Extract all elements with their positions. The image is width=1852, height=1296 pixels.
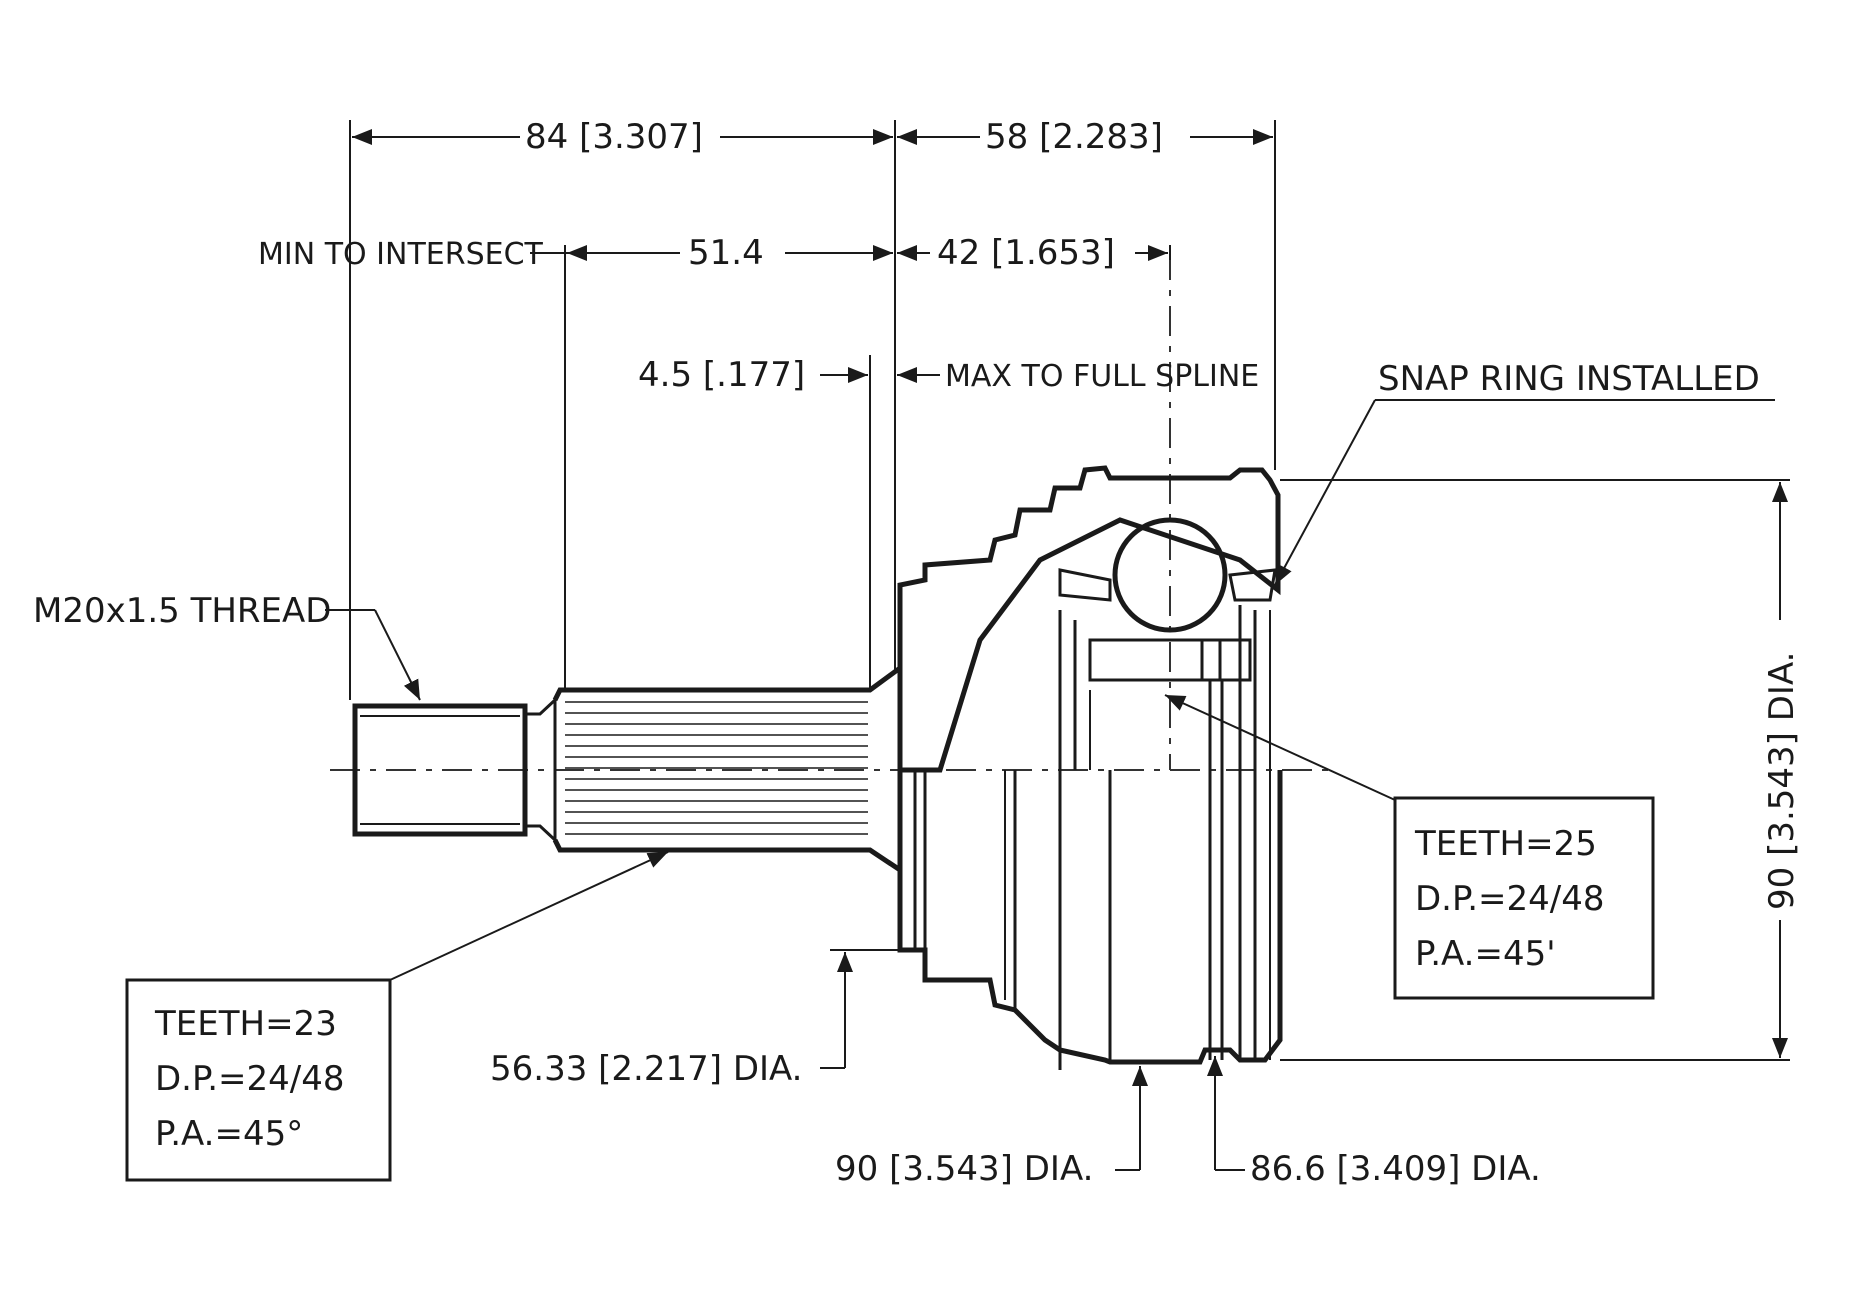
thread-leader [325,609,421,701]
dim-neck-diameter: 56.33 [2.217] DIA. [490,1049,803,1089]
outer-spline-dp: D.P.=24/48 [155,1059,344,1099]
neck-diameter-leader [820,949,900,1069]
inner-spline-pa: P.A.=45' [1415,934,1556,974]
dim-outer-diameter-right: 90 [3.543] DIA. [1762,652,1802,910]
dim-body-diameter: 90 [3.543] DIA. [835,1149,1093,1189]
groove-diameter-leader [1207,1056,1245,1171]
label-min-to-intersect: MIN TO INTERSECT [258,237,544,272]
dim-shoulder: 4.5 [.177] [638,355,805,395]
outer-housing-section [897,465,1281,1070]
right-dimension [1280,479,1790,1061]
label-max-full-spline: MAX TO FULL SPLINE [945,359,1259,394]
inner-spline-spec-box [1164,694,1655,1000]
dim-groove-diameter: 86.6 [3.409] DIA. [1250,1149,1541,1189]
dim-housing-length: 58 [2.283] [985,117,1163,157]
dim-spline-length: 51.4 [688,233,764,273]
body-diameter-leader [1115,1066,1148,1171]
top-dimensions [349,120,1276,700]
spline-teeth [565,701,868,835]
outer-spline-spec-box [125,851,669,1182]
snap-ring [1200,638,1222,682]
dim-center-offset: 42 [1.653] [937,233,1115,273]
outer-spline-pa: P.A.=45° [155,1114,303,1154]
outer-housing-outline [897,770,1283,1065]
snap-ring-leader [1274,399,1775,586]
callout-thread: M20x1.5 THREAD [33,591,331,631]
dim-overall-shaft: 84 [3.307] [525,117,703,157]
outer-spline-teeth: TEETH=23 [154,1004,337,1044]
inner-spline-dp: D.P.=24/48 [1415,879,1604,919]
threaded-stub [352,696,557,844]
ball-bearing [1112,517,1228,633]
callout-snap-ring: SNAP RING INSTALLED [1378,359,1760,399]
inner-spline-teeth: TEETH=25 [1414,824,1597,864]
